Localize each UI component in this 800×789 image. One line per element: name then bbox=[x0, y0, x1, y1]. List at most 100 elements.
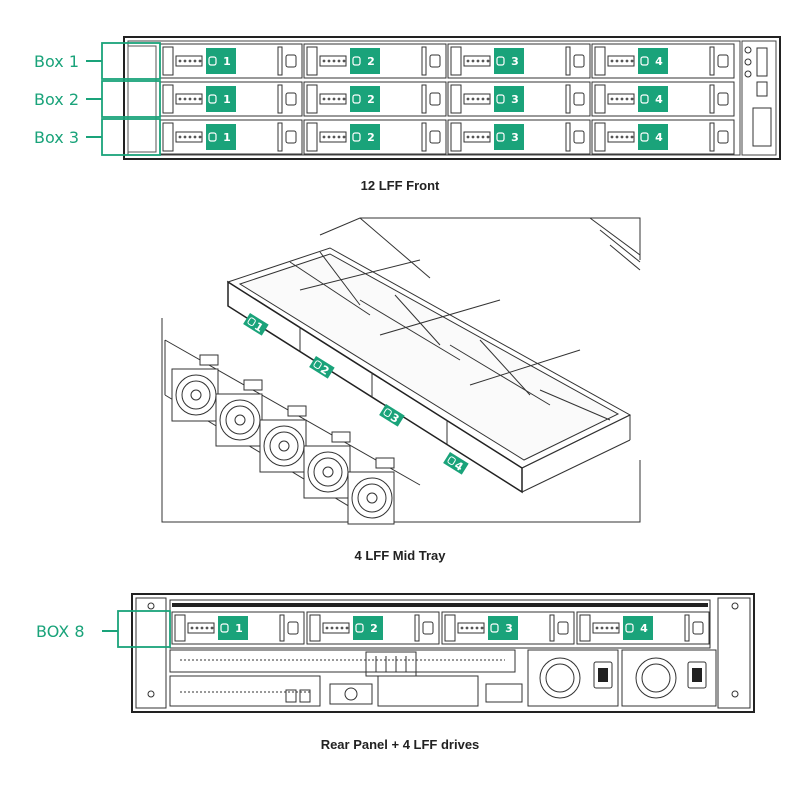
box-label-1: Box 1 bbox=[34, 42, 161, 80]
release-latch-icon bbox=[692, 621, 704, 635]
bay-number-badge: 1 bbox=[206, 48, 236, 74]
drive-icon bbox=[640, 132, 649, 142]
rear-drive-bay3[interactable]: 3 bbox=[441, 611, 575, 645]
front-drive-box1-bay1[interactable]: 1 bbox=[159, 43, 303, 79]
release-latch-icon bbox=[285, 54, 297, 68]
mid-tray-illustration bbox=[161, 217, 641, 523]
front-drive-box1-bay3[interactable]: 3 bbox=[447, 43, 591, 79]
bay-number: 3 bbox=[505, 622, 513, 635]
box-label-text: Box 2 bbox=[34, 90, 79, 109]
front-drive-box2-bay1[interactable]: 1 bbox=[159, 81, 303, 117]
bay-number-badge: 4 bbox=[638, 86, 668, 112]
bay-number: 2 bbox=[370, 622, 378, 635]
drive-icon bbox=[352, 56, 361, 66]
box-label-2: Box 2 bbox=[34, 80, 161, 118]
box-label-text: Box 1 bbox=[34, 52, 79, 71]
front-drive-box2-bay4[interactable]: 4 bbox=[591, 81, 735, 117]
mid-tray-bay-3[interactable]: 3 bbox=[379, 404, 405, 428]
drive-icon bbox=[220, 623, 229, 633]
bay-number: 1 bbox=[223, 131, 231, 144]
box-label-text: Box 3 bbox=[34, 128, 79, 147]
drive-icon bbox=[625, 623, 634, 633]
front-drive-box2-bay3[interactable]: 3 bbox=[447, 81, 591, 117]
drive-icon bbox=[208, 56, 217, 66]
release-latch-icon bbox=[573, 130, 585, 144]
bay-number: 3 bbox=[511, 131, 519, 144]
release-latch-icon bbox=[422, 621, 434, 635]
drive-icon bbox=[640, 94, 649, 104]
bay-number-badge: 2 bbox=[353, 616, 383, 640]
mid-tray-bay-4[interactable]: 4 bbox=[443, 452, 469, 476]
bay-number-badge: 4 bbox=[638, 48, 668, 74]
release-latch-icon bbox=[287, 621, 299, 635]
bay-number: 2 bbox=[367, 93, 375, 106]
front-caption: 12 LFF Front bbox=[360, 178, 440, 193]
bay-number-badge: 4 bbox=[638, 124, 668, 150]
drive-icon bbox=[247, 317, 256, 326]
release-latch-icon bbox=[429, 130, 441, 144]
rear-drive-bay4[interactable]: 4 bbox=[576, 611, 710, 645]
bay-number-badge: 2 bbox=[350, 86, 380, 112]
bay-number-badge: 1 bbox=[206, 86, 236, 112]
drive-icon bbox=[640, 56, 649, 66]
drive-icon bbox=[208, 94, 217, 104]
fan-5 bbox=[347, 457, 395, 525]
release-latch-icon bbox=[573, 92, 585, 106]
drive-icon bbox=[490, 623, 499, 633]
bay-number: 4 bbox=[655, 55, 663, 68]
bay-number-badge: 3 bbox=[494, 124, 524, 150]
bay-number: 1 bbox=[223, 93, 231, 106]
front-drive-box2-bay2[interactable]: 2 bbox=[303, 81, 447, 117]
bay-number: 2 bbox=[367, 131, 375, 144]
rear-caption: Rear Panel + 4 LFF drives bbox=[320, 737, 480, 752]
drive-icon bbox=[208, 132, 217, 142]
release-latch-icon bbox=[429, 92, 441, 106]
drive-icon bbox=[383, 408, 392, 417]
fan-3 bbox=[259, 405, 307, 473]
drive-icon bbox=[352, 94, 361, 104]
bay-number: 1 bbox=[235, 622, 243, 635]
mid-caption: 4 LFF Mid Tray bbox=[354, 548, 446, 563]
mid-tray-bay-1[interactable]: 1 bbox=[243, 313, 269, 337]
front-drive-box3-bay2[interactable]: 2 bbox=[303, 119, 447, 155]
release-latch-icon bbox=[429, 54, 441, 68]
release-latch-icon bbox=[573, 54, 585, 68]
bay-number: 4 bbox=[655, 131, 663, 144]
bay-number-badge: 1 bbox=[206, 124, 236, 150]
front-drive-box3-bay4[interactable]: 4 bbox=[591, 119, 735, 155]
bay-number: 2 bbox=[367, 55, 375, 68]
drive-icon bbox=[447, 456, 456, 465]
fan-1 bbox=[171, 354, 219, 422]
front-panel: 1 2 3 4 1 2 3 4 1 2 3 4 bbox=[123, 36, 781, 160]
release-latch-icon bbox=[285, 130, 297, 144]
bay-number: 3 bbox=[511, 93, 519, 106]
rear-drive-bay1[interactable]: 1 bbox=[171, 611, 305, 645]
front-drive-box3-bay1[interactable]: 1 bbox=[159, 119, 303, 155]
bay-number-badge: 3 bbox=[488, 616, 518, 640]
front-drive-box1-bay4[interactable]: 4 bbox=[591, 43, 735, 79]
release-latch-icon bbox=[717, 130, 729, 144]
bay-number: 4 bbox=[655, 93, 663, 106]
bay-number-badge: 3 bbox=[494, 48, 524, 74]
front-drive-box1-bay2[interactable]: 2 bbox=[303, 43, 447, 79]
drive-icon bbox=[313, 360, 322, 369]
bay-number: 3 bbox=[511, 55, 519, 68]
bay-number-badge: 2 bbox=[350, 124, 380, 150]
release-latch-icon bbox=[717, 54, 729, 68]
box-label-8: BOX 8 bbox=[36, 610, 171, 648]
mid-tray-bay-2[interactable]: 2 bbox=[309, 356, 335, 380]
drive-icon bbox=[496, 94, 505, 104]
release-latch-icon bbox=[285, 92, 297, 106]
drive-icon bbox=[496, 132, 505, 142]
front-drive-box3-bay3[interactable]: 3 bbox=[447, 119, 591, 155]
box-label-3: Box 3 bbox=[34, 118, 161, 156]
fan-2 bbox=[215, 379, 263, 447]
rear-drive-bay2[interactable]: 2 bbox=[306, 611, 440, 645]
bay-number-badge: 4 bbox=[623, 616, 653, 640]
bay-number-badge: 2 bbox=[350, 48, 380, 74]
fan-4 bbox=[303, 431, 351, 499]
release-latch-icon bbox=[557, 621, 569, 635]
release-latch-icon bbox=[717, 92, 729, 106]
bay-number-badge: 3 bbox=[494, 86, 524, 112]
